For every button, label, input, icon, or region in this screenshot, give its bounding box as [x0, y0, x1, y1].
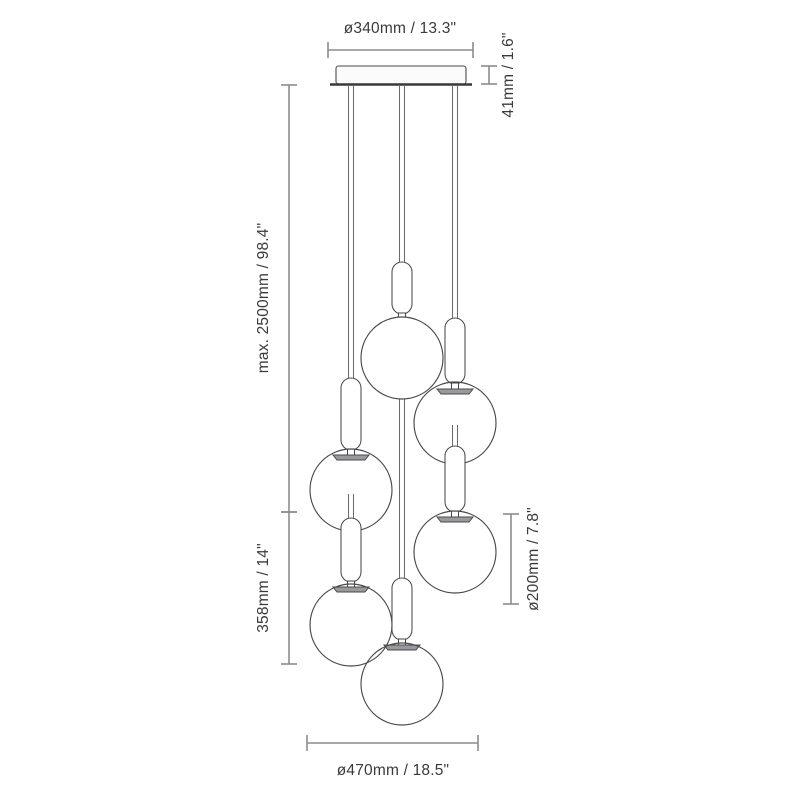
dimension-max-drop: max. 2500mm / 98.4" — [255, 84, 297, 513]
dimension-label-canopy-height: 41mm / 1.6" — [500, 32, 517, 117]
socket-capsule — [444, 445, 466, 513]
canopy-body — [335, 65, 467, 85]
globe-mount-disc — [331, 454, 371, 461]
glass-globe — [360, 316, 444, 400]
dimension-canopy-diameter: ø340mm / 13.3" — [327, 20, 474, 58]
dimension-label-cluster-height: 358mm / 14" — [255, 543, 272, 633]
globe-mount-disc — [382, 644, 422, 651]
pendant-upper-center — [360, 261, 444, 400]
dimension-globe-diameter: ø200mm / 7.8" — [503, 507, 542, 611]
glass-globe — [360, 642, 444, 726]
pendant-mid-right — [413, 445, 497, 594]
dimension-label-canopy-diameter: ø340mm / 13.3" — [344, 20, 457, 37]
glass-globe — [413, 510, 497, 594]
dimension-canopy-height: 41mm / 1.6" — [481, 32, 517, 118]
socket-capsule — [340, 517, 362, 583]
ceiling-canopy — [330, 65, 472, 86]
dimension-label-cluster-spread: ø470mm / 18.5" — [337, 762, 450, 779]
dimension-cluster-height: 358mm / 14" — [255, 511, 297, 665]
socket-capsule — [391, 577, 413, 641]
globe-mount-disc — [331, 586, 371, 593]
dimension-cluster-spread: ø470mm / 18.5" — [306, 735, 479, 779]
globe-mount-disc — [435, 388, 475, 395]
pendant-mid-left — [309, 377, 393, 532]
pendant-lower-center — [360, 577, 444, 726]
glass-globe — [309, 583, 393, 667]
globe-mount-disc — [435, 516, 475, 523]
pendant-upper-right — [413, 317, 497, 465]
socket-capsule — [391, 261, 413, 315]
socket-capsule — [340, 377, 362, 451]
socket-capsule — [444, 317, 466, 385]
dimension-label-max-drop: max. 2500mm / 98.4" — [255, 223, 272, 374]
pendant-lower-left — [309, 517, 393, 667]
dimension-label-globe-diameter: ø200mm / 7.8" — [525, 507, 542, 611]
